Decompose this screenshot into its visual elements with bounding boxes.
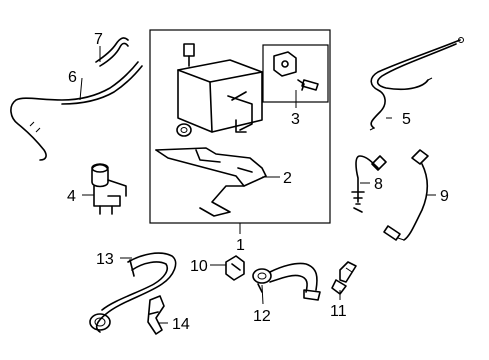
callout-10: 10 [190, 258, 208, 275]
part-9-sensor-lead [383, 149, 429, 241]
part-charcoal-canister [176, 43, 263, 137]
leader-lines [79, 46, 436, 324]
part-10-connector [225, 255, 245, 281]
callout-14: 14 [172, 316, 190, 333]
part-5-vent-tube [369, 37, 464, 131]
part-12-hose-assembly [252, 262, 321, 301]
part-4-purge-valve [91, 163, 127, 215]
callout-2: 2 [283, 170, 292, 187]
callout-7: 7 [94, 31, 103, 48]
part-13-hose [89, 252, 177, 333]
assembly-box [149, 29, 331, 224]
part-11-fitting [331, 261, 357, 295]
part-3-clip-kit [273, 51, 319, 91]
callout-5: 5 [402, 111, 411, 128]
part-6-vapor-hose [10, 61, 143, 161]
part-2-bracket [155, 147, 267, 217]
part-7-hose [95, 37, 129, 67]
callout-9: 9 [440, 188, 449, 205]
callout-12: 12 [253, 308, 271, 325]
callout-11: 11 [330, 303, 347, 320]
part-8-sensor [351, 155, 387, 213]
callout-13: 13 [96, 251, 114, 268]
callout-8: 8 [374, 176, 383, 193]
part-14-fitting [147, 295, 165, 335]
callout-3: 3 [291, 111, 300, 128]
callout-1: 1 [236, 237, 245, 254]
callout-4: 4 [67, 188, 76, 205]
callout-6: 6 [68, 69, 77, 86]
